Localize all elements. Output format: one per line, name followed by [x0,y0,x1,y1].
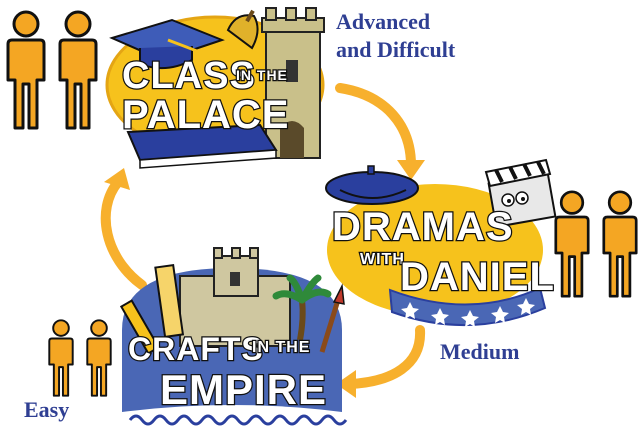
person-icon [48,319,74,397]
logo-line-3: DANIEL [400,255,555,299]
person-icon [58,10,98,130]
person-icon [86,319,112,397]
difficulty-label-medium: Medium [440,339,520,364]
logo-line-2: IN THE [236,67,288,83]
people-medium [554,190,638,298]
bell-icon [226,9,259,50]
logo-line-3: EMPIRE [160,366,327,413]
difficulty-label-easy: Easy [24,397,70,422]
difficulty-label-advanced: Advanced and Difficult [336,8,455,64]
person-icon [602,190,638,298]
castle-icon [179,247,291,347]
person-icon [554,190,590,298]
beret-icon [325,165,419,205]
difficulty-line-1: Advanced [336,9,431,34]
logo-line-1: DRAMAS [332,205,514,249]
people-easy [48,319,112,397]
palm-tree-icon [272,274,332,341]
logo-line-3: PALACE [122,93,289,137]
arrow-easy-to-advanced [100,177,147,290]
crafts-in-the-empire-logo: CRAFTS IN THE EMPIRE [119,247,348,432]
people-advanced [6,10,98,130]
arrow-medium-to-easy [345,325,426,389]
book-icon [126,123,278,169]
logo-line-1: CLASS [122,55,256,97]
castle-tower-icon [261,7,325,159]
clapperboard-icon [484,158,557,229]
graduation-cap-icon [109,18,225,76]
person-icon [6,10,46,130]
ruler-icon [154,263,185,339]
dramas-with-daniel-logo: DRAMAS WITH DANIEL [325,158,557,327]
pencil-icon [119,299,161,355]
logo-line-2: WITH [360,251,405,268]
logo-line-2: IN THE [252,339,310,356]
arrow-advanced-to-medium [335,83,417,173]
class-in-the-palace-logo: CLASS IN THE PALACE [105,7,325,169]
difficulty-line-2: and Difficult [336,37,456,62]
logo-line-1: CRAFTS [128,331,264,367]
paintbrush-icon [319,283,345,353]
